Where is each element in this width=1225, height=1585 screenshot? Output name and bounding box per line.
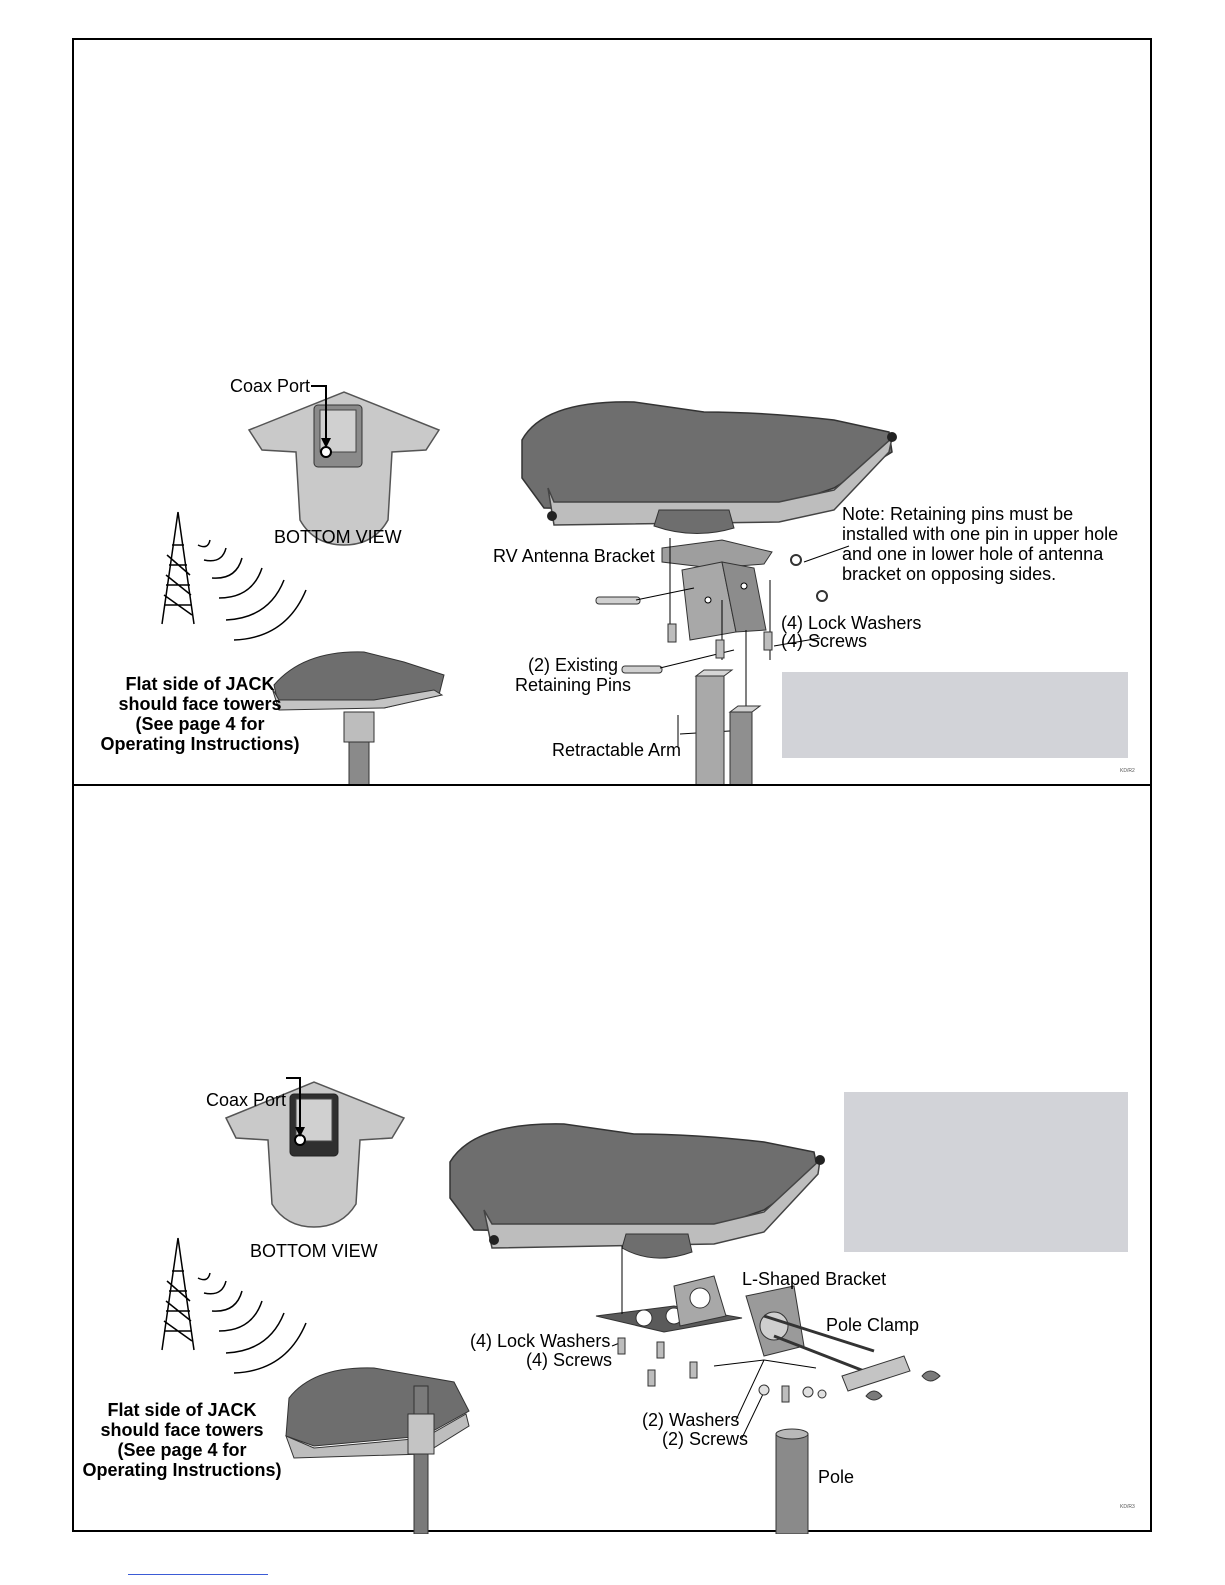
flat-side-note: Flat side of JACK should face towers (Se… xyxy=(82,1400,282,1480)
rv-bracket-install-panel: Coax Port BOTTOM VIEW Flat side of JACK … xyxy=(72,38,1152,788)
small-antenna-on-arm-icon xyxy=(271,651,445,788)
e-clip-icon xyxy=(790,554,828,602)
pole-mount-install-panel: Coax Port BOTTOM VIEW Flat side of JACK … xyxy=(72,784,1152,1534)
l-shaped-bracket-icon xyxy=(595,1275,743,1333)
pole-install-illustration xyxy=(161,1077,941,1534)
retaining-pin-icon xyxy=(595,596,663,674)
pole-clamp-label: Pole Clamp xyxy=(826,1315,920,1335)
pole-clamp-icon xyxy=(745,1285,941,1401)
retractable-arm-label: Retractable Arm xyxy=(552,740,682,760)
footer-link-line[interactable] xyxy=(128,1574,268,1575)
screws-label: (4) Screws xyxy=(526,1350,613,1370)
flat-side-note: Flat side of JACK should face towers (Se… xyxy=(100,674,300,754)
washer-icon xyxy=(758,1384,827,1399)
broadcast-tower-icon xyxy=(161,1237,195,1351)
screw-icon xyxy=(617,1337,790,1403)
antenna-bottom-view-icon xyxy=(247,385,441,546)
figure-code: KD/R2 xyxy=(1120,768,1135,774)
pole-label: Pole xyxy=(818,1467,855,1487)
l-shaped-bracket-label: L-Shaped Bracket xyxy=(742,1269,887,1289)
antenna-large-icon xyxy=(521,401,897,534)
signal-waves-icon xyxy=(197,1272,307,1374)
washers-label: (2) Washers xyxy=(642,1410,740,1430)
screws-label: (4) Screws xyxy=(781,631,868,651)
callout-box xyxy=(844,1092,1128,1252)
figure-code: KD/R3 xyxy=(1120,1504,1135,1510)
rv-bracket-icon xyxy=(661,539,773,641)
bottom-view-label: BOTTOM VIEW xyxy=(274,527,402,547)
rv-install-illustration xyxy=(161,385,897,788)
retractable-arm-icon xyxy=(694,669,762,788)
lock-washers-label: (4) Lock Washers xyxy=(781,613,922,633)
screws-2-label: (2) Screws xyxy=(662,1429,749,1449)
screw-icon xyxy=(667,623,773,659)
coax-port-label: Coax Port xyxy=(230,376,311,396)
retaining-pins-note: Note: Retaining pins must be installed w… xyxy=(842,504,1119,584)
antenna-bottom-view-icon xyxy=(224,1077,406,1228)
pole-icon xyxy=(775,1428,809,1534)
broadcast-tower-icon xyxy=(161,511,195,625)
lock-washers-label: (4) Lock Washers xyxy=(470,1331,611,1351)
small-antenna-on-pole-icon xyxy=(285,1367,470,1534)
antenna-large-icon xyxy=(449,1123,825,1259)
existing-retaining-pins-label: (2) Existing Retaining Pins xyxy=(514,655,632,695)
callout-box xyxy=(782,672,1128,758)
rv-antenna-bracket-label: RV Antenna Bracket xyxy=(493,546,655,566)
coax-port-label: Coax Port xyxy=(206,1090,287,1110)
signal-waves-icon xyxy=(197,539,307,641)
bottom-view-label: BOTTOM VIEW xyxy=(250,1241,378,1261)
